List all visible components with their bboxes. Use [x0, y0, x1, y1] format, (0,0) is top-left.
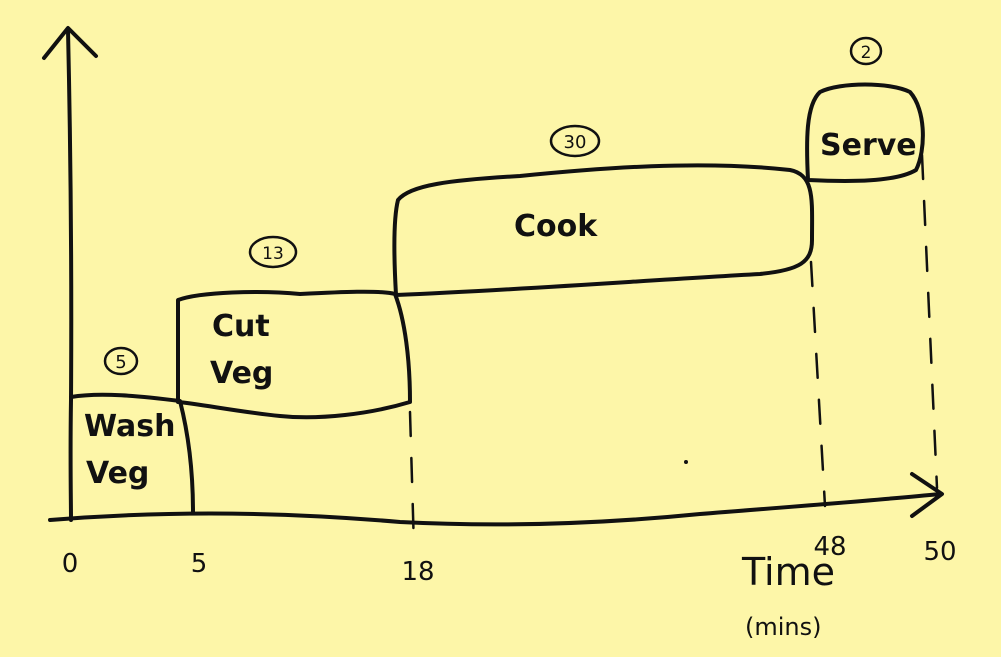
duration-label: 2 — [861, 43, 872, 63]
duration-badge-cook: 30 — [549, 124, 601, 158]
task-label: Veg — [86, 456, 149, 491]
x-axis-title: Time — [741, 550, 835, 594]
task-serve — [805, 82, 925, 183]
dashed-guides — [408, 153, 939, 550]
ink-dot — [684, 460, 688, 464]
x-tick-label: 5 — [191, 549, 208, 579]
y-axis — [42, 26, 98, 522]
duration-badge-serve: 2 — [849, 36, 883, 66]
duration-label: 5 — [115, 352, 126, 373]
guide-50 — [920, 153, 939, 490]
task-label: Serve — [820, 128, 917, 163]
x-tick-label: 18 — [401, 557, 434, 587]
task-cut-veg — [176, 289, 412, 420]
x-tick-label: 0 — [62, 549, 79, 579]
duration-badge-wash: 5 — [103, 346, 139, 376]
duration-badge-cut: 13 — [248, 235, 298, 269]
task-label: Veg — [210, 356, 273, 391]
task-cook — [392, 163, 815, 297]
x-tick-label: 50 — [923, 537, 956, 567]
task-label: Cut — [212, 309, 270, 344]
x-tick-label: 48 — [813, 532, 846, 562]
x-axis-unit: (mins) — [745, 613, 822, 641]
duration-label: 30 — [564, 132, 587, 153]
task-label: Wash — [84, 409, 175, 444]
x-axis — [48, 472, 944, 527]
guide-18 — [408, 410, 416, 550]
duration-label: 13 — [262, 244, 284, 264]
task-label: Cook — [514, 209, 598, 244]
guide-48 — [809, 260, 827, 508]
